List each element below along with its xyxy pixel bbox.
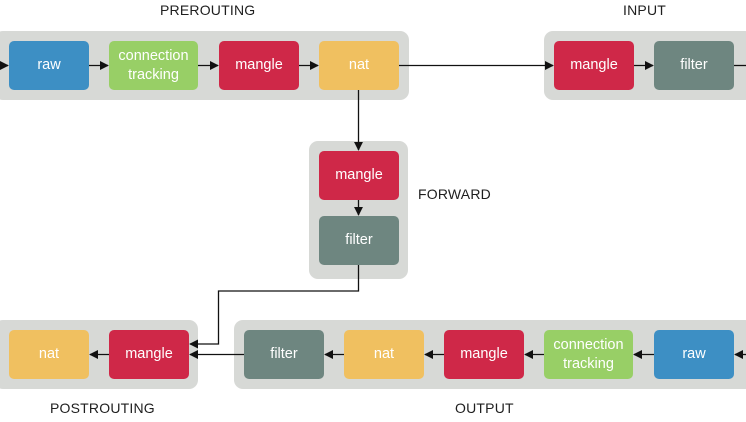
forward-filter-table: filter (319, 216, 399, 265)
output-mangle-table: mangle (444, 330, 524, 379)
arrow-forward-to-postrouting (189, 265, 360, 349)
output-nat-table: nat (344, 330, 424, 379)
prerouting-raw-table: raw (9, 41, 89, 90)
forward-mangle-table: mangle (319, 151, 399, 200)
postrouting-label: POSTROUTING (50, 400, 155, 416)
forward-label: FORWARD (418, 186, 491, 202)
input-mangle-table: mangle (554, 41, 634, 90)
output-filter-table: filter (244, 330, 324, 379)
prerouting-conntrack-table: connection tracking (109, 41, 198, 90)
output-conntrack-table: connection tracking (544, 330, 633, 379)
output-raw-table: raw (654, 330, 734, 379)
output-label: OUTPUT (455, 400, 514, 416)
prerouting-nat-table: nat (319, 41, 399, 90)
prerouting-mangle-table: mangle (219, 41, 299, 90)
postrouting-mangle-table: mangle (109, 330, 189, 379)
postrouting-nat-table: nat (9, 330, 89, 379)
prerouting-label: PREROUTING (160, 2, 256, 18)
input-filter-table: filter (654, 41, 734, 90)
input-label: INPUT (623, 2, 666, 18)
